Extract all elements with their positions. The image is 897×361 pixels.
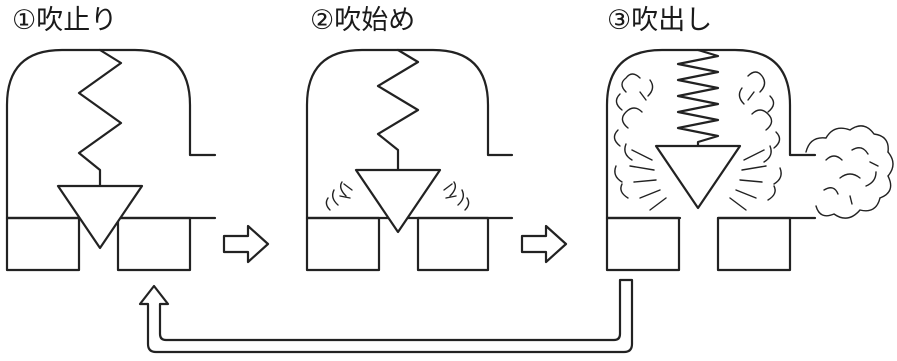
inlet-block-right-1	[116, 216, 192, 272]
valve-body-1	[5, 48, 217, 220]
steam-clouds-inside	[613, 71, 782, 201]
stage-label-blow-out: ③吹出し	[607, 5, 713, 36]
valve-stage-2	[305, 48, 514, 272]
return-arrow-outer	[138, 278, 634, 354]
spring-1	[77, 48, 123, 188]
steam-rays	[629, 149, 767, 211]
valve-body-2	[305, 48, 514, 220]
return-arrow	[138, 278, 634, 354]
right-arrow-icon-2	[520, 224, 568, 264]
inlet-block-right-2	[416, 216, 490, 272]
steam-cloud-outlet	[805, 125, 894, 219]
valve-stage-3	[605, 48, 894, 272]
inlet-block-left-2	[305, 216, 381, 272]
stage-label-blow-start: ②吹始め	[310, 5, 416, 36]
stage-label-blow-stop: ①吹止り	[12, 5, 118, 36]
inlet-block-left-1	[5, 216, 81, 272]
valve-disc-2	[354, 168, 442, 234]
spring-2	[376, 48, 420, 172]
valve-body-3	[605, 48, 817, 220]
valve-disc-1	[56, 184, 144, 250]
inlet-block-right-3	[716, 216, 792, 272]
spring-3	[676, 48, 720, 148]
valve-disc-3	[654, 144, 742, 210]
right-arrow-icon-1	[222, 224, 270, 264]
valve-stage-1	[5, 48, 217, 272]
steam-puffs-small	[325, 181, 470, 211]
inlet-block-left-3	[605, 216, 681, 272]
